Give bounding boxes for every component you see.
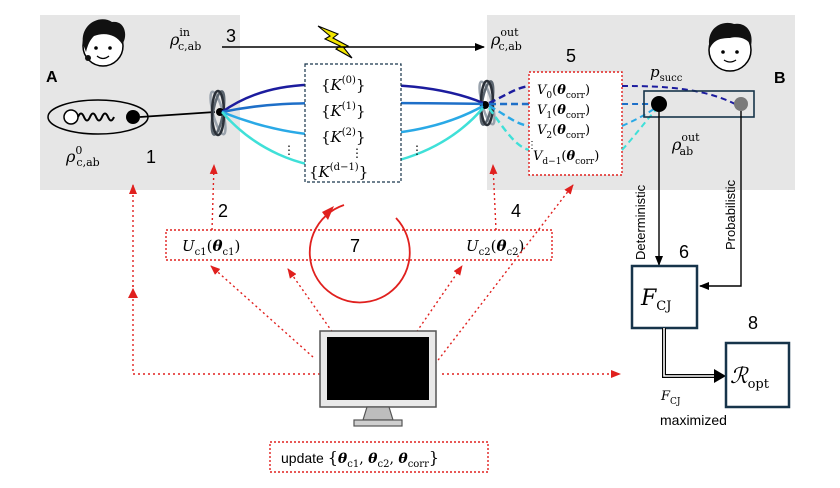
bob-avatar <box>708 22 752 72</box>
step-3-label: 3 <box>226 26 236 46</box>
u-c2-label: Uc2(θc2) <box>466 237 524 258</box>
step-4-label: 4 <box>511 201 521 221</box>
probabilistic-label: Probabilistic <box>723 179 738 250</box>
fcj-box-label: FCJ <box>640 286 671 314</box>
kraus-op-last: {K(d−1)} <box>309 162 368 181</box>
noise-lightning-icon <box>317 25 353 59</box>
correction-op-last: Vd−1(θcorr) <box>533 149 599 167</box>
channel-ellipsis-right: ⋮ <box>411 143 423 157</box>
u-c1-label: Uc1(θc1) <box>182 237 240 258</box>
ropt-box-label: ℛopt <box>730 364 770 392</box>
fcj-to-ropt-arrow <box>662 328 718 378</box>
fcj-box <box>630 264 699 330</box>
correction-box <box>528 71 623 176</box>
kraus-box <box>304 63 402 183</box>
feedback-arrows <box>129 164 621 378</box>
kraus-ellipsis: ⋮ <box>351 146 363 160</box>
correction-ellipsis: ⋮ <box>527 140 537 151</box>
step-1-label: 1 <box>146 147 156 167</box>
bob-output-box <box>643 90 755 118</box>
maximized-label: maximized <box>660 412 727 428</box>
deterministic-label: Deterministic <box>633 184 648 260</box>
computer-monitor-icon <box>319 330 437 427</box>
step-5-label: 5 <box>566 46 576 66</box>
party-a-label: A <box>46 69 58 86</box>
step-8-label: 8 <box>748 313 758 333</box>
fcj-small-label: FCJ <box>660 389 681 407</box>
correction-links <box>488 84 530 152</box>
update-box <box>269 441 489 473</box>
party-b-label: B <box>774 70 786 87</box>
probabilistic-arrow <box>699 111 742 290</box>
update-label: update {θc1, θc2, θcorr} <box>281 448 439 470</box>
channel-ellipsis-left: ⋮ <box>283 143 295 157</box>
step-7-label: 7 <box>350 236 360 256</box>
alice-avatar <box>82 19 126 67</box>
correction-op-2: V2(θcorr) <box>537 123 590 141</box>
unitary-box <box>165 229 553 261</box>
p-succ-label: psucc <box>650 63 683 84</box>
correction-op-1: V1(θcorr) <box>537 103 590 121</box>
optimization-loop-icon <box>308 204 411 304</box>
correction-op-0: V0(θcorr) <box>537 83 590 101</box>
deterministic-detector <box>651 96 667 112</box>
probabilistic-detector <box>734 97 748 111</box>
ropt-box <box>724 341 791 409</box>
fiber-a <box>139 111 216 118</box>
step-2-label: 2 <box>218 201 228 221</box>
step-6-label: 6 <box>679 242 689 262</box>
